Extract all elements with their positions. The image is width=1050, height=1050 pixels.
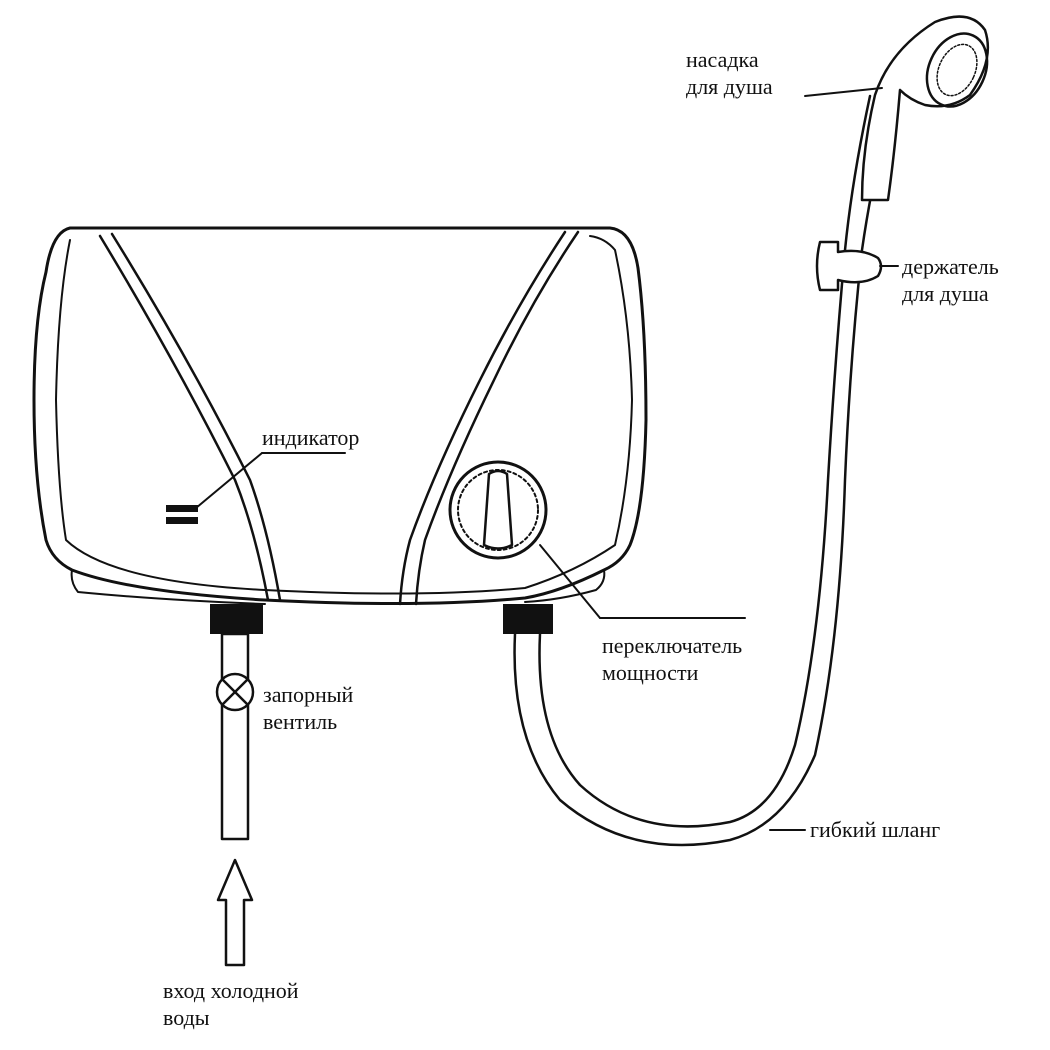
label-shower-holder-line2: для душа: [902, 281, 989, 306]
right-band-inner: [414, 230, 580, 606]
label-shutoff-valve-line1: запорный: [263, 682, 354, 707]
indicator-leader: [195, 452, 263, 509]
label-shower-head: насадка для душа: [686, 46, 773, 100]
label-shower-head-line2: для душа: [686, 74, 773, 99]
label-shower-holder-line1: держатель: [902, 254, 999, 279]
indicator-lamp-bottom: [166, 517, 198, 524]
label-power-switch-line1: переключатель: [602, 633, 743, 658]
shower-head-face: [925, 32, 989, 108]
heater-inner-outline: [55, 235, 633, 595]
flexible-hose-a: [513, 98, 894, 847]
inlet-fitting: [210, 604, 263, 634]
shower-holder: [815, 240, 883, 292]
label-shower-holder: держатель для душа: [902, 253, 999, 307]
inlet-arrow: [216, 858, 254, 967]
label-flexible-hose: гибкий шланг: [810, 816, 940, 843]
label-shutoff-valve-line2: вентиль: [263, 709, 338, 734]
label-cold-water-inlet-line1: вход холодной: [163, 978, 299, 1003]
label-power-switch-line2: мощности: [602, 660, 699, 685]
shower-head-handle: [860, 15, 990, 202]
power-switch-handle: [482, 469, 514, 550]
label-indicator-text: индикатор: [262, 425, 360, 450]
shower-head-nozzles: [936, 43, 978, 97]
indicator-lamp-top: [166, 505, 198, 512]
heater-body: [32, 226, 648, 606]
label-shutoff-valve: запорный вентиль: [263, 681, 353, 735]
right-band-outer: [398, 230, 567, 606]
power-switch-leader: [539, 544, 601, 619]
shower-head-leader: [804, 87, 883, 97]
label-cold-water-inlet-line2: воды: [163, 1005, 210, 1030]
power-switch-knob-outer: [448, 460, 548, 560]
heater-bottom-edge-right: [524, 569, 606, 603]
power-switch-knob-ring: [457, 469, 539, 551]
label-power-switch: переключатель мощности: [602, 632, 742, 686]
label-indicator: индикатор: [262, 424, 359, 451]
label-shower-head-line1: насадка: [686, 47, 759, 72]
shutoff-valve-cross-b: [221, 678, 249, 706]
label-cold-water-inlet: вход холодной воды: [163, 977, 299, 1031]
inlet-pipe: [220, 632, 250, 841]
flexible-hose-b: [538, 94, 872, 828]
left-band-outer: [98, 234, 270, 602]
heater-bottom-edge: [70, 569, 266, 605]
left-band-inner: [110, 232, 282, 602]
outlet-fitting: [503, 604, 553, 634]
label-flexible-hose-text: гибкий шланг: [810, 817, 941, 842]
